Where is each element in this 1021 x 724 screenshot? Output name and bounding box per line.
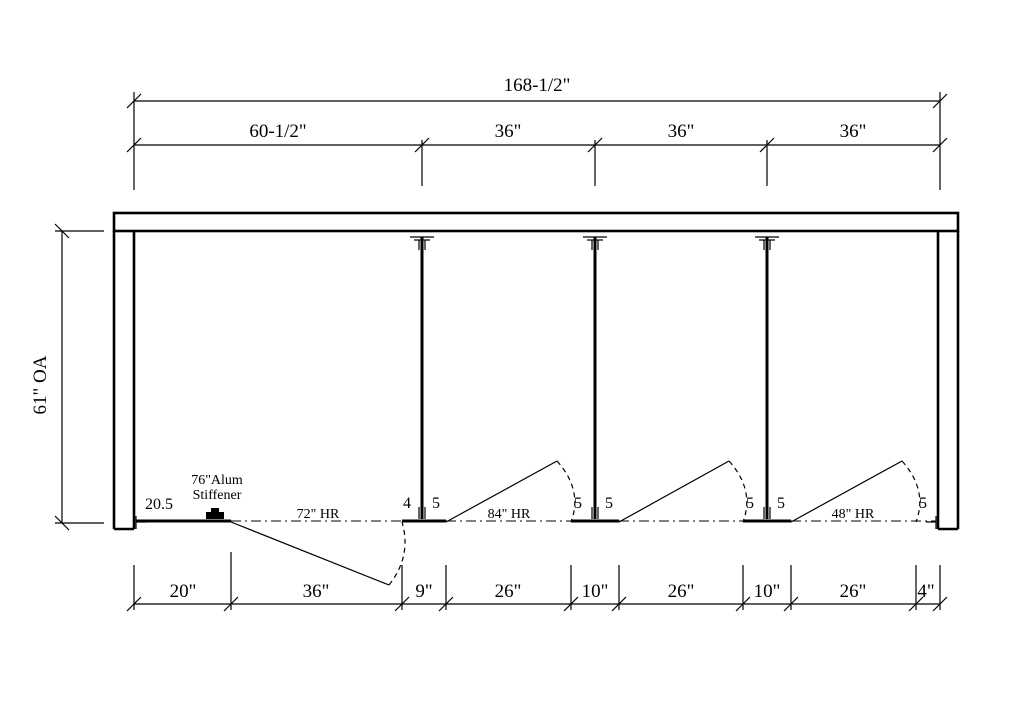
top-dim-4: 36"	[840, 121, 867, 142]
bottom-dimensions: 20" 36" 9" 26" 10" 26" 10" 26" 4"	[126, 552, 948, 612]
bottom-dim: 26"	[840, 581, 867, 602]
top-dim-2: 36"	[495, 121, 522, 142]
gap-label: 5	[574, 495, 582, 512]
partition-panel-2	[571, 236, 619, 523]
door-2	[445, 460, 576, 523]
gap-label: 5	[605, 495, 613, 512]
partition-panel-3	[743, 236, 791, 523]
end-brackets	[135, 516, 937, 529]
headrail-label-3: 48" HR	[832, 507, 875, 522]
room-walls	[112, 211, 960, 531]
gap-label: 5	[777, 495, 785, 512]
top-stall-dimensions: 60-1/2" 36" 36" 36"	[126, 121, 948, 186]
door-3	[618, 460, 748, 523]
door-1	[230, 521, 406, 586]
overall-dimension: 168-1/2"	[126, 75, 948, 190]
partition-panel-1	[402, 236, 446, 523]
bottom-dim: 9"	[415, 581, 432, 602]
depth-label: 61" OA	[30, 355, 51, 414]
stiffener-label-line2: Stiffener	[193, 488, 242, 503]
bottom-dim: 10"	[582, 581, 609, 602]
bottom-dim: 36"	[303, 581, 330, 602]
headrail-label-1: 72" HR	[297, 507, 340, 522]
stiffener-label-line1: 76"Alum	[191, 473, 243, 488]
top-dim-3: 36"	[668, 121, 695, 142]
annotations: 76"Alum Stiffener 20.5 72" HR 84" HR 48"…	[145, 473, 927, 522]
top-dim-1: 60-1/2"	[249, 121, 306, 142]
bottom-dim: 10"	[754, 581, 781, 602]
bottom-dim: 26"	[668, 581, 695, 602]
door-4	[790, 460, 921, 523]
stiffener-icon	[206, 508, 224, 519]
gap-label: 5	[746, 495, 754, 512]
gap-label: 5	[432, 495, 440, 512]
headrail-label-2: 84" HR	[488, 507, 531, 522]
bottom-dim: 4"	[917, 581, 934, 602]
bottom-dim: 26"	[495, 581, 522, 602]
depth-dimension: 61" OA	[30, 223, 104, 531]
gap-label: 5	[919, 495, 927, 512]
gap-label: 4	[403, 495, 411, 512]
overall-width-label: 168-1/2"	[504, 75, 571, 96]
bottom-dim: 20"	[170, 581, 197, 602]
wall-offset-label: 20.5	[145, 496, 173, 513]
